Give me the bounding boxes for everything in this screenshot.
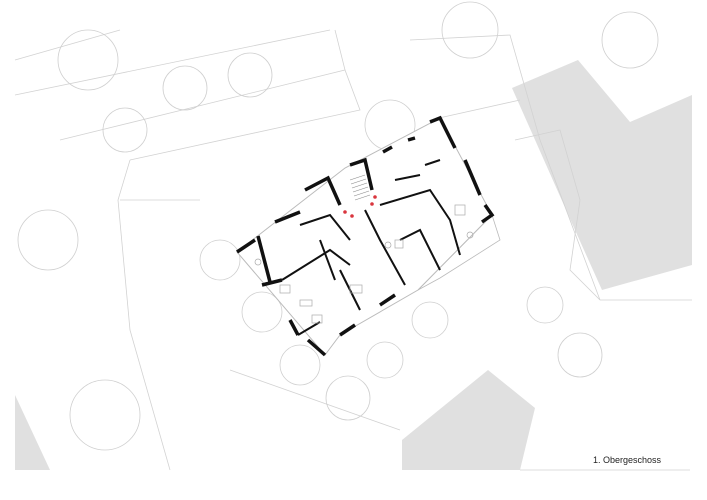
trees [17, 1, 659, 451]
neighbor-buildings [15, 60, 692, 470]
furniture [254, 204, 474, 324]
neighbor-building-south [402, 370, 535, 470]
neighbor-building-southwest [15, 395, 50, 470]
neighbor-building-northeast [512, 60, 692, 290]
floor-caption: 1. Obergeschoss [593, 455, 662, 465]
site-lines [14, 29, 692, 471]
interior-walls [281, 159, 461, 336]
stair [349, 174, 371, 201]
entrance-markers [343, 195, 377, 218]
balcony-east [417, 214, 501, 291]
exterior-walls [236, 115, 495, 357]
building-floor-plan [236, 115, 501, 357]
